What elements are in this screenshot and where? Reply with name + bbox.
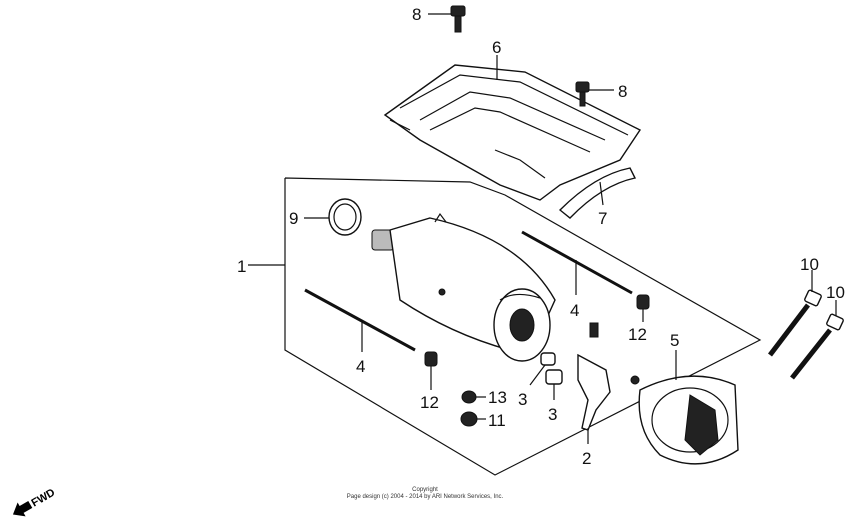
part-7-gasket-strip[interactable] bbox=[558, 167, 637, 219]
callout-1: 1 bbox=[237, 257, 246, 276]
callout-10-left: 10 bbox=[800, 255, 819, 274]
part-6-cover[interactable] bbox=[383, 55, 642, 201]
part-9-o-ring[interactable] bbox=[304, 198, 362, 236]
callout-9: 9 bbox=[289, 209, 298, 228]
part-3-bushing-right[interactable] bbox=[545, 369, 563, 400]
callout-7: 7 bbox=[598, 209, 607, 228]
callout-10-right: 10 bbox=[826, 283, 845, 302]
callout-4-upper: 4 bbox=[570, 301, 579, 320]
callout-4-lower: 4 bbox=[356, 357, 365, 376]
callout-3-left: 3 bbox=[518, 390, 527, 409]
callout-6: 6 bbox=[492, 38, 501, 57]
copyright-line-1: Copyright bbox=[412, 487, 438, 493]
part-8-bolt-top[interactable] bbox=[428, 5, 466, 33]
callout-12-right: 12 bbox=[628, 325, 647, 344]
callout-3-right: 3 bbox=[548, 405, 557, 424]
callout-11: 11 bbox=[488, 411, 506, 430]
part-10-bolt-right[interactable] bbox=[790, 300, 844, 380]
forward-direction-indicator: FWD bbox=[12, 487, 58, 517]
starter-motor-body[interactable] bbox=[371, 212, 556, 362]
callout-8-right: 8 bbox=[618, 82, 627, 101]
part-8-bolt-right[interactable] bbox=[575, 81, 614, 107]
part-12-seal-right[interactable] bbox=[636, 294, 650, 322]
part-3-bushing-left[interactable] bbox=[529, 352, 556, 386]
part-4-through-bolt-lower[interactable] bbox=[304, 288, 416, 352]
part-2-bracket[interactable] bbox=[577, 322, 611, 444]
part-4-through-bolt-upper[interactable] bbox=[521, 230, 633, 295]
part-12-seal-left[interactable] bbox=[424, 351, 438, 390]
callout-13: 13 bbox=[488, 388, 507, 407]
part-10-bolt-left[interactable] bbox=[768, 270, 822, 357]
callout-5: 5 bbox=[670, 331, 679, 350]
part-5-end-cover[interactable] bbox=[630, 350, 739, 465]
arrow-left-icon bbox=[12, 501, 33, 517]
fwd-label: FWD bbox=[30, 487, 58, 510]
callout-12-left: 12 bbox=[420, 393, 439, 412]
part-13-washer[interactable] bbox=[461, 390, 486, 404]
copyright-line-2: Page design (c) 2004 - 2014 by ARI Netwo… bbox=[347, 494, 504, 500]
callout-8-top: 8 bbox=[412, 5, 421, 24]
assembly-outline bbox=[248, 177, 762, 476]
part-11-nut[interactable] bbox=[460, 411, 486, 427]
callout-2: 2 bbox=[582, 449, 591, 468]
